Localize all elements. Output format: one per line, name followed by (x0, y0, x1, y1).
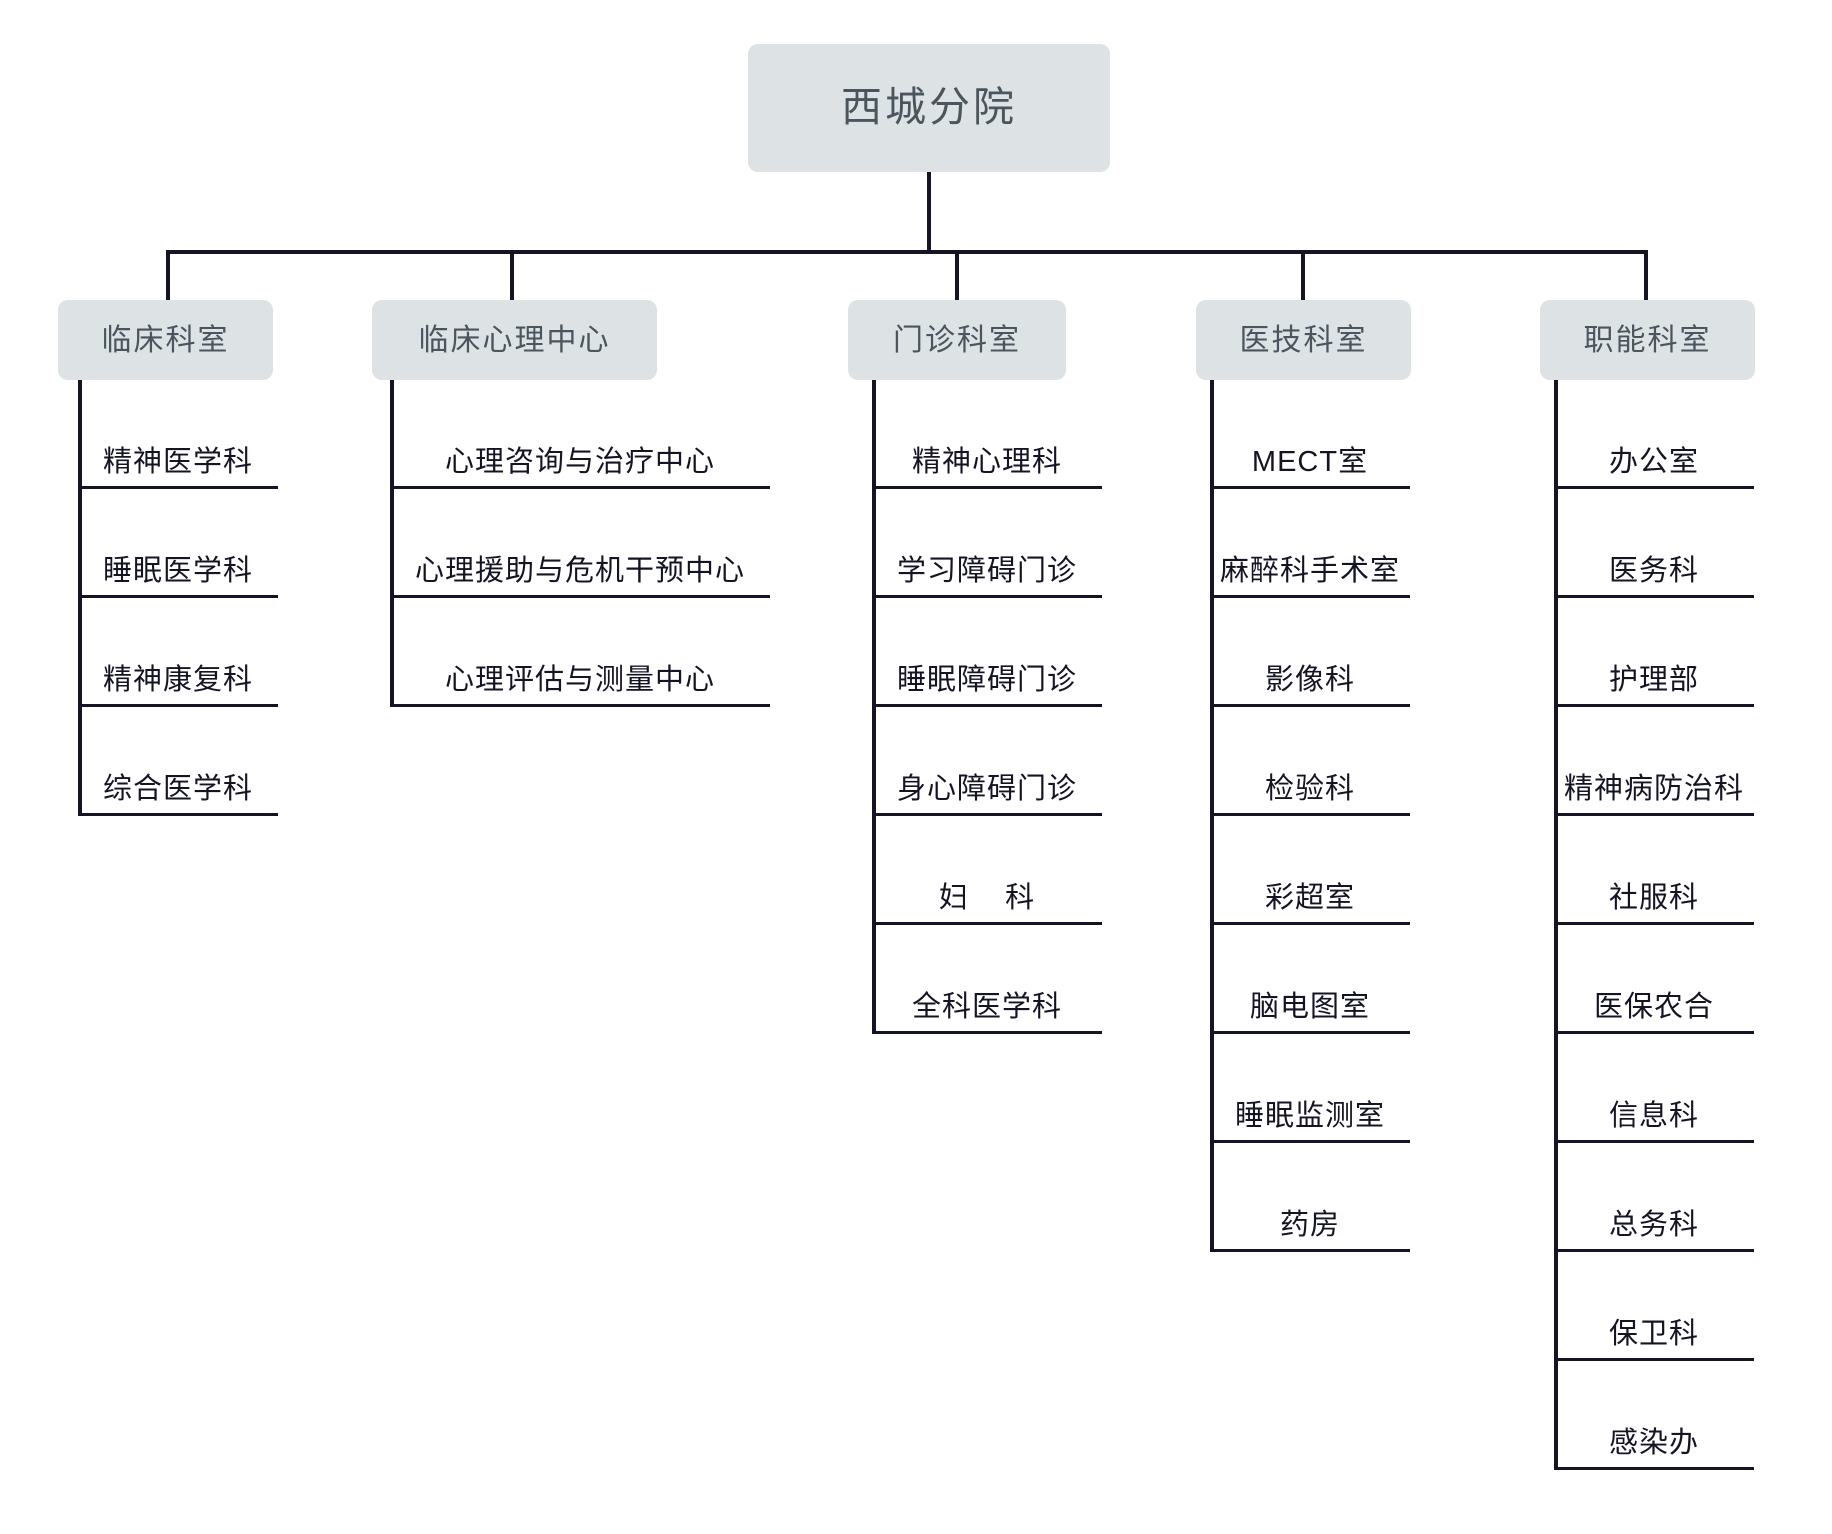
branch-bus-line (166, 250, 1648, 254)
branch-node-3[interactable]: 门诊科室 (848, 300, 1066, 380)
leaf-item[interactable]: 保卫科 (1554, 1252, 1754, 1361)
leaf-item[interactable]: 心理援助与危机干预中心 (390, 489, 770, 598)
leaf-item[interactable]: 影像科 (1210, 598, 1410, 707)
leaf-item[interactable]: 睡眠障碍门诊 (872, 598, 1102, 707)
leaf-spine-3 (872, 380, 876, 1034)
leaf-spine-2 (390, 380, 394, 707)
leaf-spine-4 (1210, 380, 1214, 1252)
branch-drop-line-5 (1644, 250, 1648, 302)
leaf-item[interactable]: MECT室 (1210, 380, 1410, 489)
branch-drop-line-2 (510, 250, 514, 302)
leaf-item[interactable]: 睡眠医学科 (78, 489, 278, 598)
leaf-item[interactable]: 睡眠监测室 (1210, 1034, 1410, 1143)
root-trunk-line (927, 172, 931, 254)
leaf-item[interactable]: 精神康复科 (78, 598, 278, 707)
leaf-item[interactable]: 护理部 (1554, 598, 1754, 707)
branch-node-5[interactable]: 职能科室 (1540, 300, 1755, 380)
leaf-item[interactable]: 信息科 (1554, 1034, 1754, 1143)
leaf-item[interactable]: 精神病防治科 (1554, 707, 1754, 816)
leaf-item[interactable]: 学习障碍门诊 (872, 489, 1102, 598)
leaf-item[interactable]: 社服科 (1554, 816, 1754, 925)
leaf-item[interactable]: 身心障碍门诊 (872, 707, 1102, 816)
leaf-item[interactable]: 精神医学科 (78, 380, 278, 489)
branch-node-1[interactable]: 临床科室 (58, 300, 273, 380)
branch-node-2[interactable]: 临床心理中心 (372, 300, 657, 380)
leaf-item[interactable]: 心理评估与测量中心 (390, 598, 770, 707)
leaf-item[interactable]: 办公室 (1554, 380, 1754, 489)
leaf-item[interactable]: 麻醉科手术室 (1210, 489, 1410, 598)
leaf-item[interactable]: 检验科 (1210, 707, 1410, 816)
leaf-item[interactable]: 妇 科 (872, 816, 1102, 925)
leaf-spine-1 (78, 380, 82, 816)
leaf-item[interactable]: 全科医学科 (872, 925, 1102, 1034)
branch-drop-line-4 (1301, 250, 1305, 302)
leaf-item[interactable]: 综合医学科 (78, 707, 278, 816)
leaf-spine-5 (1554, 380, 1558, 1470)
leaf-item[interactable]: 医保农合 (1554, 925, 1754, 1034)
leaf-item[interactable]: 脑电图室 (1210, 925, 1410, 1034)
leaf-item[interactable]: 感染办 (1554, 1361, 1754, 1470)
branch-node-4[interactable]: 医技科室 (1196, 300, 1411, 380)
branch-drop-line-3 (955, 250, 959, 302)
leaf-item[interactable]: 总务科 (1554, 1143, 1754, 1252)
leaf-item[interactable]: 彩超室 (1210, 816, 1410, 925)
branch-drop-line-1 (166, 250, 170, 302)
leaf-item[interactable]: 心理咨询与治疗中心 (390, 380, 770, 489)
leaf-item[interactable]: 药房 (1210, 1143, 1410, 1252)
leaf-item[interactable]: 医务科 (1554, 489, 1754, 598)
root-node[interactable]: 西城分院 (748, 44, 1110, 172)
leaf-item[interactable]: 精神心理科 (872, 380, 1102, 489)
